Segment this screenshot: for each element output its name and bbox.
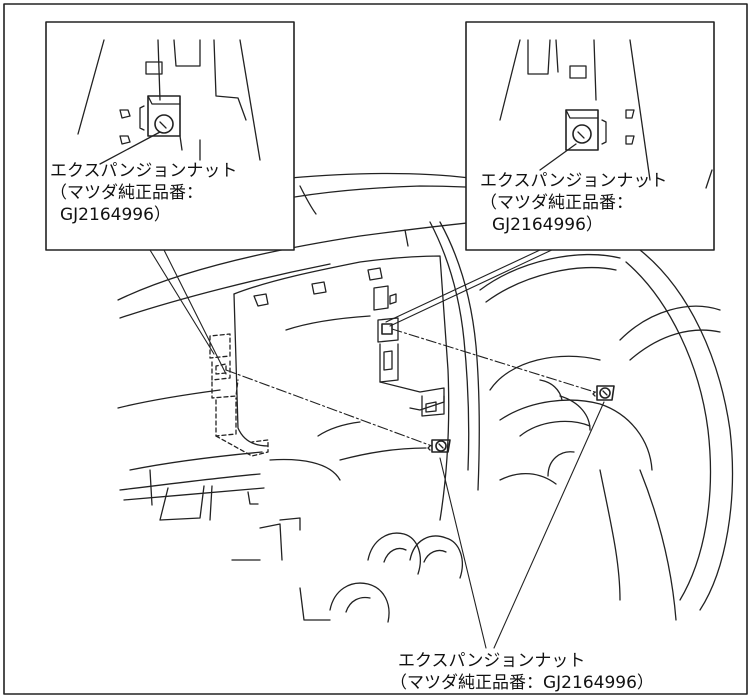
lower-dashboard: [149, 447, 463, 623]
callout-bottom: エクスパンジョンナット （マツダ純正品番：GJ2164996）: [390, 650, 654, 694]
left-dashed-bracket: [209, 333, 269, 457]
center-opening: [233, 255, 450, 521]
inset-left: [45, 21, 295, 251]
callout-left-line1: エクスパンジョンナット: [50, 161, 238, 181]
expansion-nut-right: [592, 385, 615, 401]
callout-right-line2: （マツダ純正品番：: [480, 193, 633, 213]
callout-right: エクスパンジョンナット （マツダ純正品番： GJ2164996）: [480, 170, 667, 236]
windshield-edge: [429, 221, 480, 491]
install-lines: [225, 328, 599, 447]
callout-left-line2: （マツダ純正品番：: [50, 183, 203, 203]
right-bracket: [373, 285, 445, 417]
leader-lines: [149, 247, 605, 649]
callout-right-line1: エクスパンジョンナット: [480, 171, 668, 191]
callout-left: エクスパンジョンナット （マツダ純正品番： GJ2164996）: [50, 160, 237, 226]
steering-wheel: [479, 249, 734, 621]
outer-frame: [3, 3, 748, 695]
inset-right: [465, 21, 715, 251]
callout-right-line3: GJ2164996）: [492, 215, 603, 235]
callout-bottom-line1: エクスパンジョンナット: [398, 651, 586, 671]
callout-bottom-line2: （マツダ純正品番：GJ2164996）: [390, 673, 654, 693]
callout-left-line3: GJ2164996）: [60, 205, 171, 225]
expansion-nut-left: [427, 439, 451, 453]
